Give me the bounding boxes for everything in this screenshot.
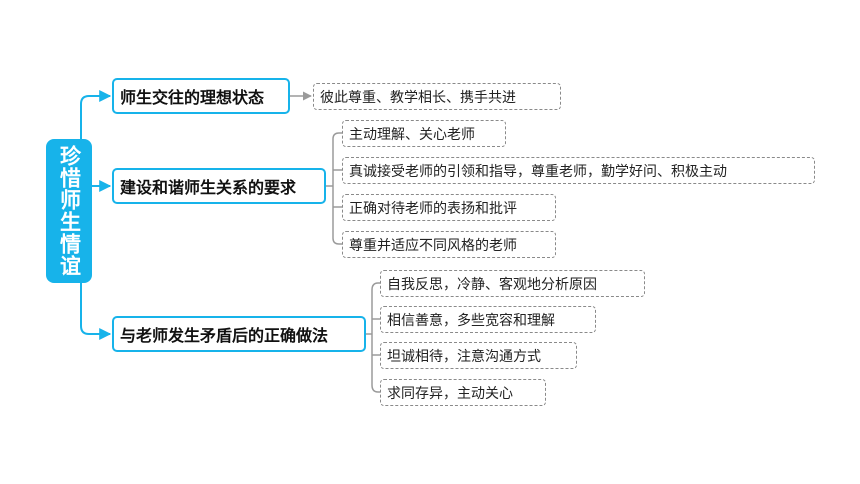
leaf-self-reflection: 自我反思，冷静、客观地分析原因 [380, 270, 645, 297]
leaf-label: 坦诚相待，注意沟通方式 [387, 348, 541, 365]
branch-ideal-state: 师生交往的理想状态 [112, 78, 290, 114]
leaf-label: 求同存异，主动关心 [387, 385, 513, 402]
leaf-common-ground: 求同存异，主动关心 [380, 379, 546, 406]
branch-label: 与老师发生矛盾后的正确做法 [120, 326, 329, 345]
leaf-label: 真诚接受老师的引领和指导，尊重老师，勤学好问、积极主动 [349, 163, 727, 180]
connector-branch3-leaf-4 [371, 384, 380, 393]
leaf-honest-communication: 坦诚相待，注意沟通方式 [380, 342, 577, 369]
leaf-mutual-respect: 彼此尊重、教学相长、携手共进 [313, 83, 561, 110]
leaf-adapt-styles: 尊重并适应不同风格的老师 [342, 231, 556, 258]
connector-branch2-leaf-1 [332, 132, 342, 140]
branch-label: 建设和谐师生关系的要求 [120, 178, 297, 197]
leaf-label: 正确对待老师的表扬和批评 [349, 200, 517, 217]
branch-label: 师生交往的理想状态 [120, 88, 265, 107]
leaf-label: 主动理解、关心老师 [349, 126, 475, 143]
connector-root-branch-3 [80, 283, 112, 340]
root-node: 珍惜师生情谊 [46, 139, 92, 283]
leaf-trust-tolerance: 相信善意，多些宽容和理解 [380, 306, 596, 333]
branch-harmony-requirements: 建设和谐师生关系的要求 [112, 168, 326, 204]
leaf-accept-guidance: 真诚接受老师的引领和指导，尊重老师，勤学好问、积极主动 [342, 157, 815, 184]
branch-conflict-resolution: 与老师发生矛盾后的正确做法 [112, 316, 366, 352]
leaf-praise-criticism: 正确对待老师的表扬和批评 [342, 194, 556, 221]
connector-root-branch-1 [80, 90, 112, 139]
connector-branch3-leaf-1 [371, 282, 380, 291]
leaf-label: 相信善意，多些宽容和理解 [387, 312, 555, 329]
leaf-understand-care: 主动理解、关心老师 [342, 120, 506, 147]
leaf-label: 尊重并适应不同风格的老师 [349, 237, 517, 254]
leaf-label: 自我反思，冷静、客观地分析原因 [387, 276, 597, 293]
connector-branch2-leaf-4 [332, 237, 342, 245]
leaf-label: 彼此尊重、教学相长、携手共进 [320, 89, 516, 106]
root-label: 珍惜师生情谊 [57, 145, 82, 277]
